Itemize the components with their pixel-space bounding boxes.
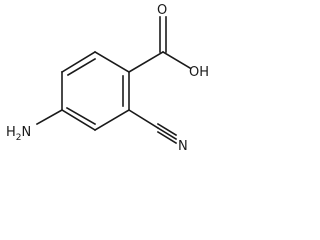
carboxyl-oh-bond <box>161 50 192 70</box>
amine-n-label: N <box>22 125 32 140</box>
hydroxyl-label: OH <box>189 65 209 80</box>
ring-bond-lower-left <box>60 108 97 132</box>
benzene-ring <box>60 50 131 132</box>
ring-bond-top <box>93 50 131 74</box>
ring-double-bond-bottom <box>65 106 97 126</box>
structural-formula: O OH N H2N <box>6 3 209 154</box>
nitrile-group: N <box>127 108 188 154</box>
carboxylic-acid-group: O OH <box>127 3 209 80</box>
ring-bond-lower-right <box>93 108 131 132</box>
ring-to-nitrile-bond <box>127 108 160 130</box>
ring-double-bond-top <box>66 57 97 77</box>
amine-h-subscript: 2 <box>16 133 22 143</box>
nitrile-triple-bond-c <box>156 130 178 145</box>
ring-bond-upper-left <box>60 50 97 74</box>
nitrile-triple-bond-a <box>156 122 178 137</box>
nitrile-triple-bond-b <box>156 126 178 141</box>
ring-to-amine-bond <box>35 108 64 126</box>
carbonyl-oxygen-label: O <box>157 3 167 18</box>
amine-label: H2N <box>6 125 31 143</box>
amine-h-label: H <box>6 125 16 140</box>
ring-to-carboxyl-bond <box>127 50 165 74</box>
amino-group: H2N <box>6 108 64 143</box>
nitrile-nitrogen-label: N <box>178 139 188 154</box>
